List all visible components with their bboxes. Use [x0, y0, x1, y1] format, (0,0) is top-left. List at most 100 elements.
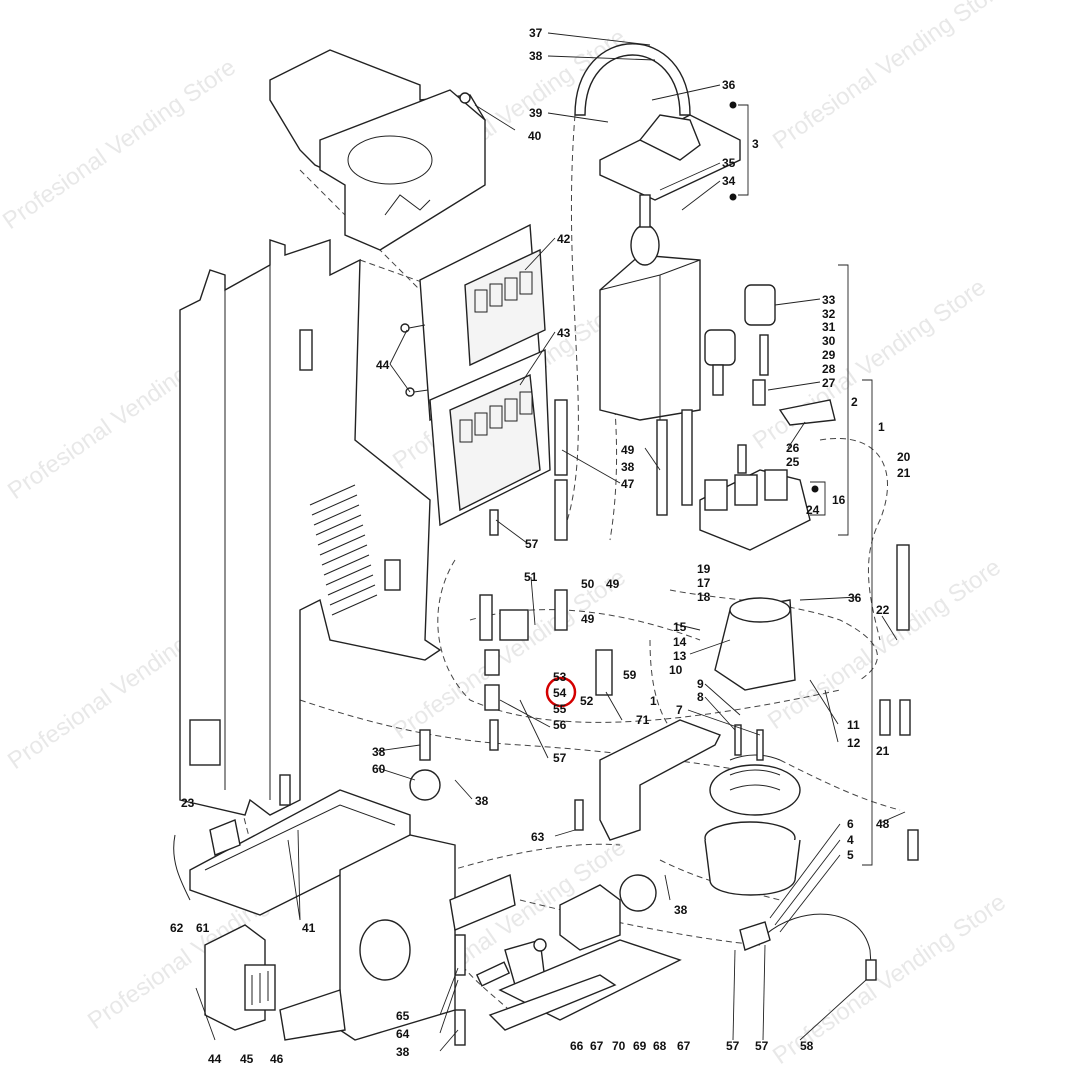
- callout-10: 10: [669, 663, 683, 677]
- callout-37: 37: [529, 26, 543, 40]
- callout-61: 61: [196, 921, 210, 935]
- callout-53: 53: [553, 670, 567, 684]
- callout-66: 66: [570, 1039, 584, 1053]
- callout-71: 71: [636, 713, 650, 727]
- callout-58: 58: [800, 1039, 814, 1053]
- lower-chassis: [279, 834, 516, 1041]
- callout-38: 38: [372, 745, 386, 759]
- callout-36: 36: [722, 78, 736, 92]
- callout-17: 17: [697, 576, 711, 590]
- callout-30: 30: [822, 334, 836, 348]
- valve-block: [699, 284, 836, 551]
- callout-67: 67: [677, 1039, 691, 1053]
- callout-40: 40: [528, 129, 542, 143]
- callout-48: 48: [876, 817, 890, 831]
- tubes: [279, 399, 919, 1046]
- callout-31: 31: [822, 320, 836, 334]
- callout-2: 2: [851, 395, 858, 409]
- callout-25: 25: [786, 455, 800, 469]
- callout-7: 7: [676, 703, 683, 717]
- callout-49: 49: [581, 612, 595, 626]
- pump-group: [475, 874, 682, 1031]
- watermark-text: Profesional Vending Store: [0, 54, 241, 235]
- callout-11: 11: [847, 718, 860, 732]
- callout-36: 36: [848, 591, 862, 605]
- callout-5: 5: [847, 848, 854, 862]
- callout-6: 6: [847, 817, 854, 831]
- callout-12: 12: [847, 736, 861, 750]
- callout-22: 22: [876, 603, 890, 617]
- water-tank: [574, 43, 741, 421]
- callout-70: 70: [612, 1039, 626, 1053]
- callout-55: 55: [553, 702, 567, 716]
- callout-57: 57: [553, 751, 567, 765]
- callout-38: 38: [674, 903, 688, 917]
- hose-58: [739, 913, 877, 981]
- callout-63: 63: [531, 830, 545, 844]
- callout-21: 21: [876, 744, 890, 758]
- callout-3: 3: [752, 137, 759, 151]
- callout-38: 38: [621, 460, 635, 474]
- callout-19: 19: [697, 562, 711, 576]
- callout-59: 59: [623, 668, 637, 682]
- callout-14: 14: [673, 635, 687, 649]
- callout-labels: 37 38 36 39 40 3 35 34 42 43 44 33 32 31…: [170, 26, 911, 1066]
- callout-65: 65: [396, 1009, 410, 1023]
- callout-38: 38: [475, 794, 489, 808]
- watermark-text: Profesional Vending Store: [768, 0, 1011, 155]
- boiler: [704, 597, 801, 896]
- callout-26: 26: [786, 441, 800, 455]
- callout-46: 46: [270, 1052, 284, 1066]
- callout-20: 20: [897, 450, 911, 464]
- callout-69: 69: [633, 1039, 647, 1053]
- watermark-text: Profesional Vending Store: [748, 274, 991, 455]
- callout-28: 28: [822, 362, 836, 376]
- callout-16: 16: [832, 493, 846, 507]
- callout-1: 1: [650, 694, 657, 708]
- callout-41: 41: [302, 921, 316, 935]
- callout-43: 43: [557, 326, 571, 340]
- callout-38: 38: [529, 49, 543, 63]
- control-boards: [419, 223, 551, 527]
- callout-35: 35: [722, 156, 736, 170]
- callout-18: 18: [697, 590, 711, 604]
- callout-51: 51: [524, 570, 538, 584]
- callout-67: 67: [590, 1039, 604, 1053]
- highlight-circle: [545, 676, 577, 708]
- callout-39: 39: [529, 106, 543, 120]
- callout-1: 1: [878, 420, 885, 434]
- callout-9: 9: [697, 677, 704, 691]
- callout-42: 42: [557, 232, 571, 246]
- callout-57: 57: [755, 1039, 769, 1053]
- callout-49: 49: [621, 443, 635, 457]
- group-brackets: [729, 101, 873, 866]
- callout-47: 47: [621, 477, 635, 491]
- callout-13: 13: [673, 649, 687, 663]
- callout-68: 68: [653, 1039, 667, 1053]
- base-tray: [173, 789, 411, 916]
- callout-27: 27: [822, 376, 836, 390]
- callout-15: 15: [673, 620, 687, 634]
- callout-64: 64: [396, 1027, 410, 1041]
- callout-21: 21: [897, 466, 911, 480]
- power-supply: [204, 924, 276, 1031]
- callout-44: 44: [376, 358, 390, 372]
- callout-38: 38: [396, 1045, 410, 1059]
- callout-57: 57: [726, 1039, 740, 1053]
- callout-57: 57: [525, 537, 539, 551]
- callout-52: 52: [580, 694, 594, 708]
- inlet-valve-group: [409, 594, 613, 801]
- callout-29: 29: [822, 348, 836, 362]
- callout-8: 8: [697, 690, 704, 704]
- callout-62: 62: [170, 921, 184, 935]
- callout-4: 4: [847, 833, 854, 847]
- callout-34: 34: [722, 174, 736, 188]
- callout-60: 60: [372, 762, 386, 776]
- callout-33: 33: [822, 293, 836, 307]
- callout-24: 24: [806, 503, 820, 517]
- callout-leaders: [195, 32, 906, 1052]
- top-bracket: [269, 49, 486, 251]
- callout-54: 54: [553, 686, 567, 700]
- callout-44: 44: [208, 1052, 222, 1066]
